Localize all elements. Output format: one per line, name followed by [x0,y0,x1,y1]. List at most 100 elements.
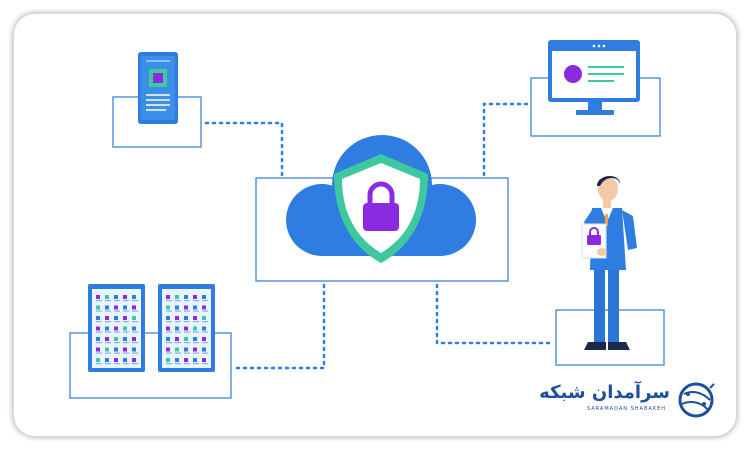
rack-slot [175,305,179,310]
rack-slot [96,316,100,320]
connector-bottom-right [435,283,554,345]
rack-slot [202,305,206,310]
rack-slot [105,295,109,299]
cloud-shield-lock-icon [286,135,476,263]
rack-slot-line [96,342,102,344]
rack-slot [114,326,118,331]
rack-slot [202,358,206,362]
rack-slot [132,326,136,331]
rack-slot-line [105,342,111,344]
rack-slot [166,316,170,320]
rack-slot [193,347,197,352]
rack-slot-line [114,321,120,323]
rack-slot-line [202,342,208,344]
rack-slot [166,358,170,362]
rack-slot [114,337,118,341]
rack-slot-line [105,321,111,323]
rack-slot [114,358,118,362]
rack-slot-line [114,363,120,365]
rack-slot [105,358,109,362]
desktop-monitor-icon [548,40,640,115]
rack-slot [132,316,136,320]
mobile-document-icon [138,52,178,124]
rack-slot [96,337,100,341]
rack-slot-line [105,352,111,354]
rack-slot-line [184,352,190,354]
rack-slot-line [166,310,172,312]
rack-slot [184,316,188,320]
frame-bottom-left [69,332,232,399]
rack-slot-line [123,310,129,312]
rack-slot-line [96,363,102,365]
rack-slot [123,337,127,341]
rack-slot [96,326,100,331]
rack-slot-line [105,363,111,365]
rack-slot-line [184,321,190,323]
rack-slot [175,295,179,299]
rack-slot [193,316,197,320]
rack-slot [105,316,109,320]
rack-slot [123,305,127,310]
rack-slot-line [123,352,129,354]
rack-slot [175,358,179,362]
rack-slot [132,337,136,341]
rack-slot-line [132,363,138,365]
rack-slot-line [166,363,172,365]
rack-slot [166,347,170,352]
rack-slot-line [114,310,120,312]
rack-slot [184,358,188,362]
rack-slot [132,295,136,299]
rack-slot [202,316,206,320]
rack-slot-line [96,331,102,333]
rack-slot [184,295,188,299]
rack-slot-line [114,331,120,333]
rack-slot-line [193,363,199,365]
rack-slot-line [166,352,172,354]
rack-slot [184,326,188,331]
rack-slot-line [193,352,199,354]
rack-slot [193,305,197,310]
rack-slot-line [184,310,190,312]
rack-slot-line [175,321,181,323]
rack-slot [175,337,179,341]
rack-slot [193,358,197,362]
rack-slot [193,326,197,331]
rack-slot-line [184,331,190,333]
rack-slot-line [96,352,102,354]
rack-slot [166,337,170,341]
rack-slot-line [202,300,208,302]
rack-slot [105,305,109,310]
rack-slot [123,316,127,320]
rack-slot-line [202,352,208,354]
rack-slot [96,347,100,352]
rack-slot [166,326,170,331]
connector-top-left [204,121,284,177]
connector-bottom-left [234,283,326,370]
rack-slot-line [175,352,181,354]
rack-slot [132,347,136,352]
rack-slot [105,347,109,352]
rack-slot-line [184,342,190,344]
brand-tagline: SARAMADAN SHABAKEH [586,406,666,412]
rack-slot-line [193,300,199,302]
rack-slot-line [193,321,199,323]
rack-slot [202,347,206,352]
person-holding-locked-document-icon [581,175,637,350]
rack-slot [184,337,188,341]
rack-slot-line [175,363,181,365]
connector-top-right [482,102,530,177]
rack-slot [96,295,100,299]
rack-slot [123,326,127,331]
rack-slot-line [105,331,111,333]
rack-slot [202,295,206,299]
rack-slot-line [132,321,138,323]
server-rack-icon [88,284,215,372]
rack-slot-line [202,310,208,312]
rack-slot-line [114,300,120,302]
rack-slot [96,358,100,362]
rack-slot [132,358,136,362]
rack-slot-line [193,342,199,344]
rack-slot-line [96,300,102,302]
rack-slot-line [132,331,138,333]
